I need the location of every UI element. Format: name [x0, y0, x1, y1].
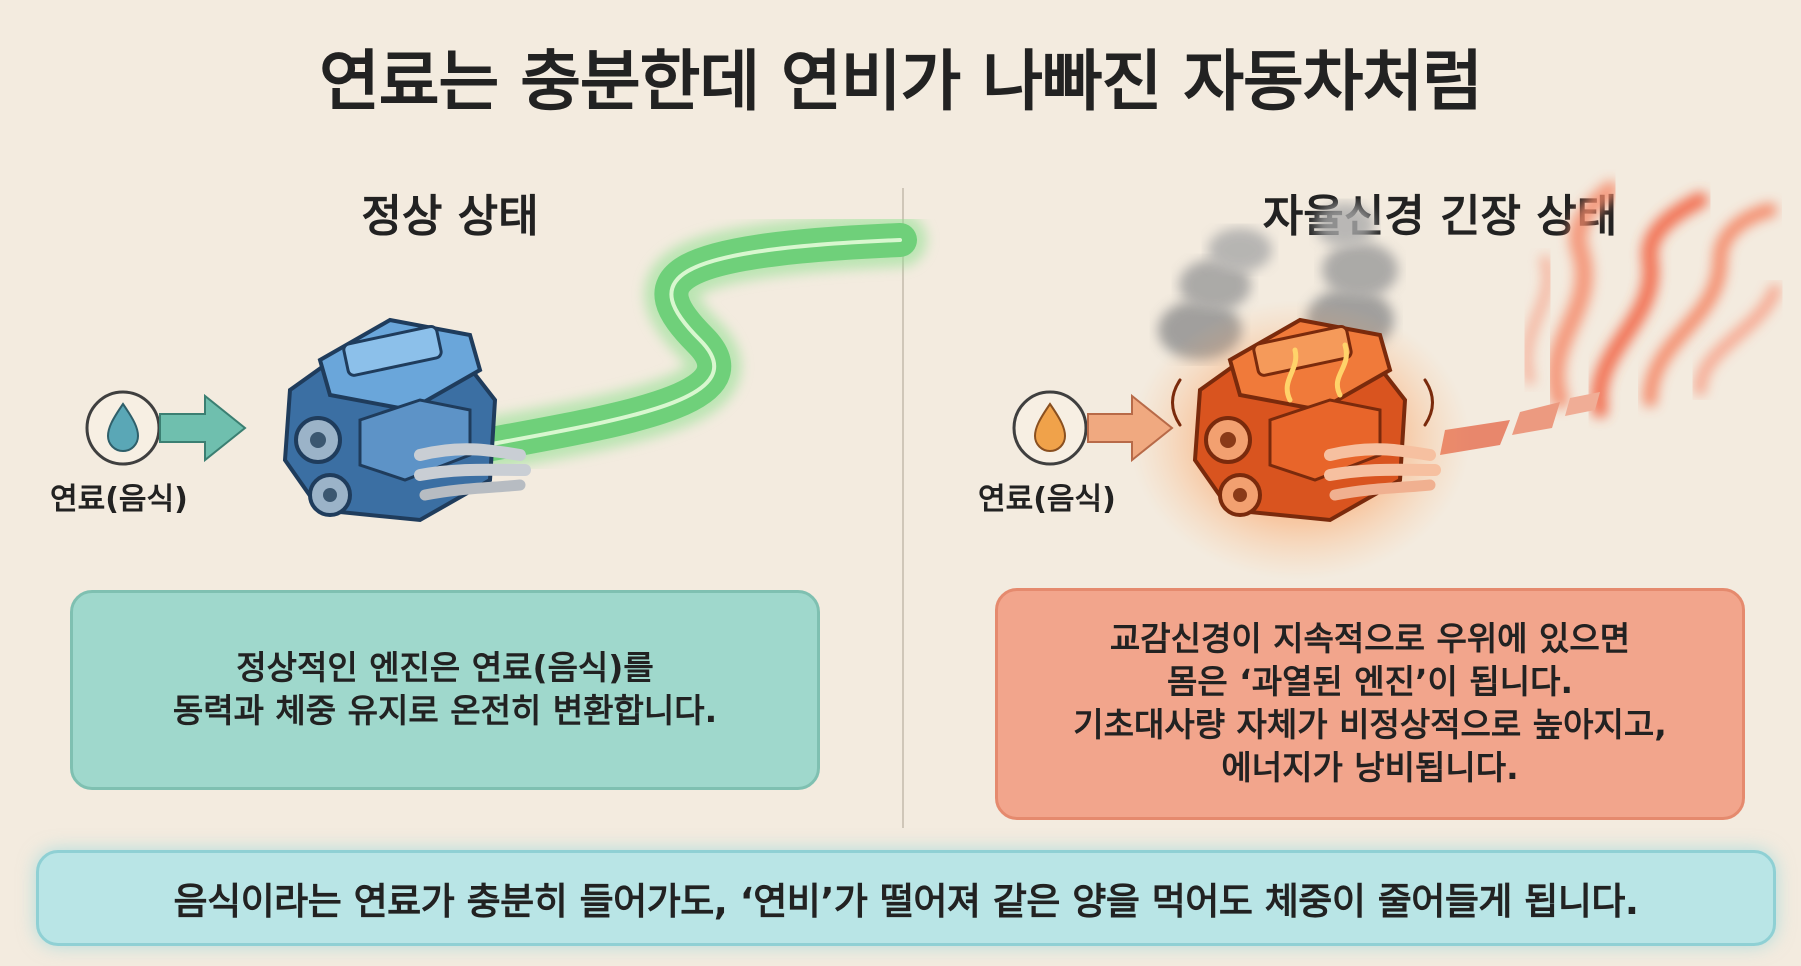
- stress-description-line: 몸은 ‘과열된 엔진’이 됩니다.: [1166, 662, 1574, 702]
- normal-description-line: 동력과 체중 유지로 온전히 변환합니다.: [172, 691, 718, 730]
- fuel-label-stress: 연료(음식): [978, 482, 1116, 517]
- fuel-label-normal: 연료(음식): [50, 482, 188, 517]
- summary-banner: 음식이라는 연료가 충분히 들어가도, ‘연비’가 떨어져 같은 양을 먹어도 …: [36, 850, 1776, 946]
- normal-state-title: 정상 상태: [361, 191, 539, 242]
- arrow-right-icon-stress: [1087, 393, 1174, 463]
- engine-icon: [282, 317, 531, 523]
- flame-wisps: [1521, 181, 1781, 418]
- summary-text: 음식이라는 연료가 충분히 들어가도, ‘연비’가 떨어져 같은 양을 먹어도 …: [173, 880, 1639, 923]
- normal-description-line: 정상적인 엔진은 연료(음식)를: [236, 648, 654, 688]
- stress-description-box: 교감신경이 지속적으로 우위에 있으면 몸은 ‘과열된 엔진’이 됩니다. 기초…: [995, 588, 1745, 820]
- stress-description-line: 교감신경이 지속적으로 우위에 있으면: [1109, 619, 1631, 659]
- fuel-drop-icon: [85, 390, 161, 466]
- fuel-drop-icon-stress: [1012, 390, 1088, 466]
- normal-description-box: 정상적인 엔진은 연료(음식)를 동력과 체중 유지로 온전히 변환합니다.: [70, 590, 820, 790]
- arrow-right-icon: [159, 393, 247, 463]
- green-road: [443, 213, 927, 475]
- center-divider: [902, 188, 904, 828]
- overheated-engine-icon: [1171, 317, 1441, 523]
- page-title: 연료는 충분한데 연비가 나빠진 자동차처럼: [319, 43, 1483, 120]
- stress-description-line: 에너지가 낭비됩니다.: [1221, 747, 1519, 787]
- stress-description-line: 기초대사량 자체가 비정상적으로 높아지고,: [1073, 705, 1667, 744]
